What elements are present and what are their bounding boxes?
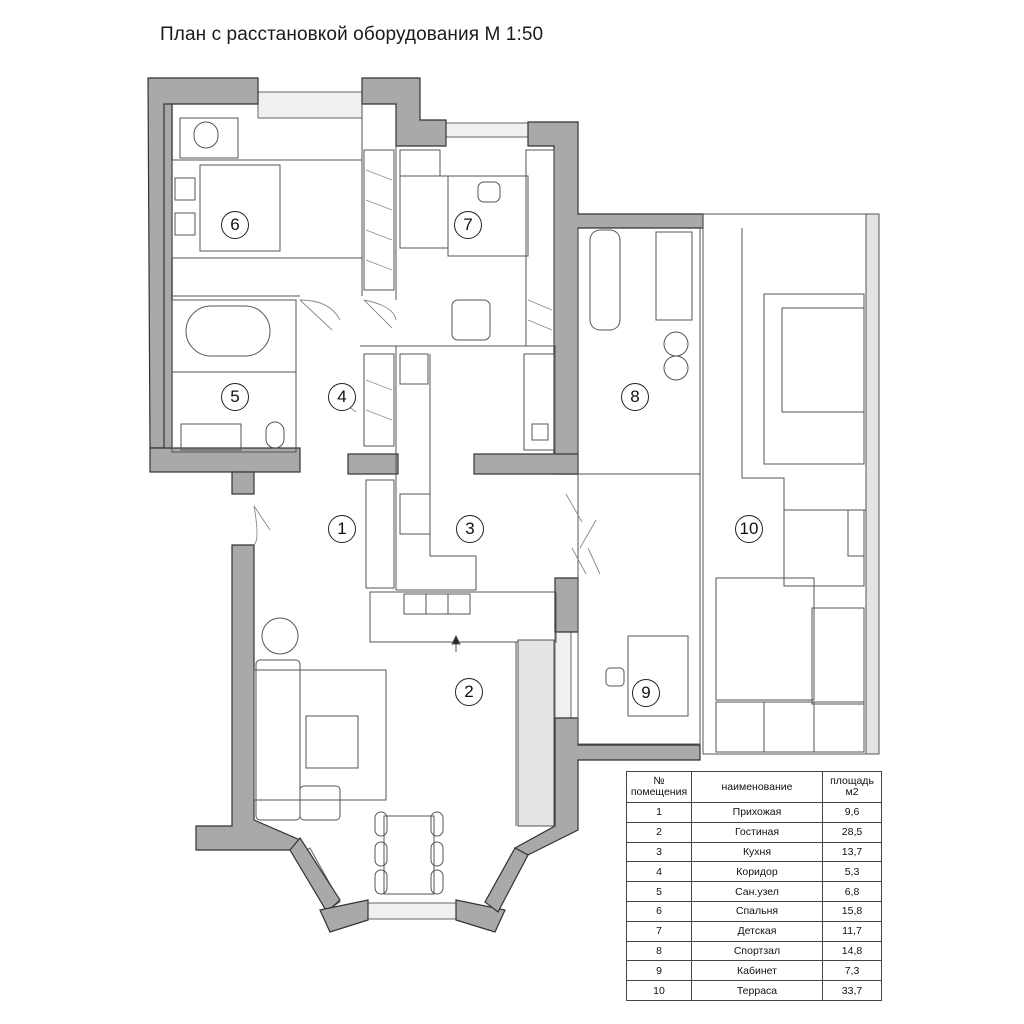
row-name: Спортзал xyxy=(691,940,823,962)
row-name: Гостиная xyxy=(691,821,823,843)
room-number-3: 3 xyxy=(456,515,484,543)
row-name: Терраса xyxy=(691,980,823,1001)
room-number-9: 9 xyxy=(632,679,660,707)
room-number-4: 4 xyxy=(328,383,356,411)
header-number: № помещения xyxy=(626,771,692,803)
walls xyxy=(147,77,704,933)
row-number: 2 xyxy=(626,821,692,843)
row-area: 28,5 xyxy=(822,821,882,843)
row-number: 5 xyxy=(626,881,692,902)
interior-lines xyxy=(171,104,880,895)
row-area: 33,7 xyxy=(822,980,882,1001)
row-name: Спальня xyxy=(691,900,823,922)
room-number-7: 7 xyxy=(454,211,482,239)
row-name: Кабинет xyxy=(691,960,823,982)
row-number: 10 xyxy=(626,980,692,1001)
header-area: площадь м2 xyxy=(822,771,882,803)
room-number-1: 1 xyxy=(328,515,356,543)
row-name: Кухня xyxy=(691,841,823,863)
row-area: 11,7 xyxy=(822,920,882,942)
row-name: Сан.узел xyxy=(691,881,823,902)
row-number: 9 xyxy=(626,960,692,982)
row-name: Коридор xyxy=(691,861,823,883)
row-area: 15,8 xyxy=(822,900,882,922)
room-number-2: 2 xyxy=(455,678,483,706)
row-area: 9,6 xyxy=(822,802,882,823)
row-number: 1 xyxy=(626,802,692,823)
row-area: 13,7 xyxy=(822,841,882,863)
row-area: 7,3 xyxy=(822,960,882,982)
row-number: 3 xyxy=(626,841,692,863)
row-area: 14,8 xyxy=(822,940,882,962)
plan-title: План с расстановкой оборудования М 1:50 xyxy=(160,24,544,45)
room-number-6: 6 xyxy=(221,211,249,239)
room-number-5: 5 xyxy=(221,383,249,411)
header-name: наименование xyxy=(691,771,823,803)
room-number-10: 10 xyxy=(735,515,763,543)
row-number: 4 xyxy=(626,861,692,883)
row-number: 6 xyxy=(626,900,692,922)
row-name: Прихожая xyxy=(691,802,823,823)
row-number: 8 xyxy=(626,940,692,962)
table-header-row: № помещения наименование площадь м2 xyxy=(626,771,882,803)
wardrobe-hatching xyxy=(365,169,553,421)
row-number: 7 xyxy=(626,920,692,942)
room-number-8: 8 xyxy=(621,383,649,411)
row-area: 5,3 xyxy=(822,861,882,883)
row-name: Детская xyxy=(691,920,823,942)
row-area: 6,8 xyxy=(822,881,882,902)
